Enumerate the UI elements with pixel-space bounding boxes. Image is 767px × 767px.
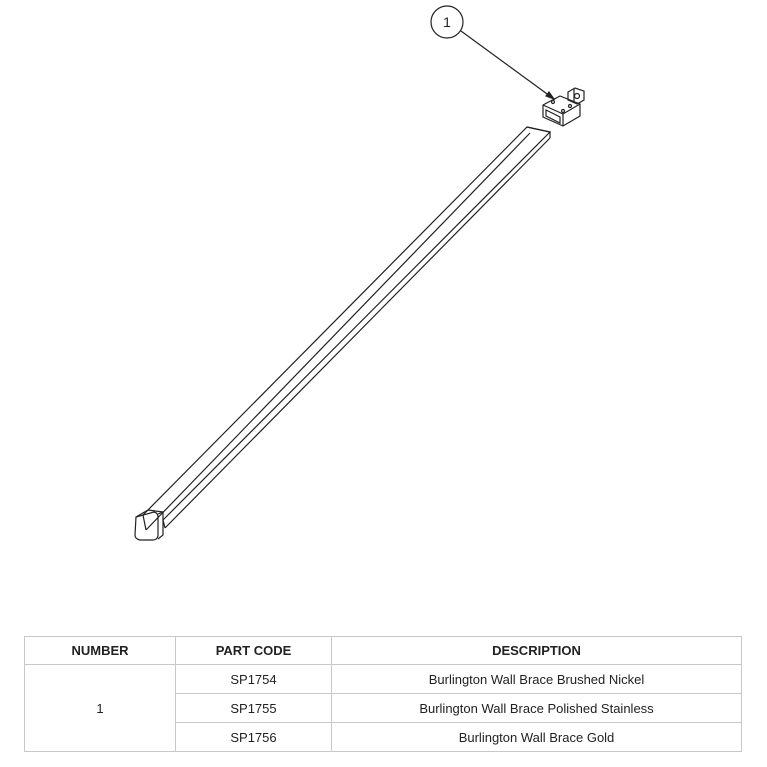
- description: Burlington Wall Brace Polished Stainless: [331, 693, 742, 723]
- table-header-row: NUMBER PART CODE DESCRIPTION: [24, 636, 742, 665]
- part-code: SP1754: [175, 664, 332, 694]
- wall-bracket-icon: [542, 95, 581, 127]
- header-number: NUMBER: [24, 636, 176, 665]
- header-description: DESCRIPTION: [331, 636, 742, 665]
- item-number: 1: [24, 664, 176, 752]
- brace-bar-icon: [142, 126, 552, 531]
- part-code: SP1755: [175, 693, 332, 723]
- description: Burlington Wall Brace Gold: [331, 722, 742, 752]
- header-part-code: PART CODE: [175, 636, 332, 665]
- parts-table: NUMBER PART CODE DESCRIPTION 1 SP1754 Bu…: [24, 636, 742, 752]
- svg-text:1: 1: [443, 14, 451, 30]
- end-cap-icon: [134, 509, 164, 541]
- exploded-parts-drawing: 1: [134, 5, 585, 541]
- part-balloon: 1: [430, 5, 556, 101]
- description: Burlington Wall Brace Brushed Nickel: [331, 664, 742, 694]
- table-row: 1 SP1754 Burlington Wall Brace Brushed N…: [24, 664, 742, 752]
- table-row: SP1756 Burlington Wall Brace Gold: [25, 722, 742, 752]
- part-code: SP1756: [175, 722, 332, 752]
- clip-icon: [567, 87, 585, 105]
- table-row: SP1755 Burlington Wall Brace Polished St…: [25, 693, 742, 723]
